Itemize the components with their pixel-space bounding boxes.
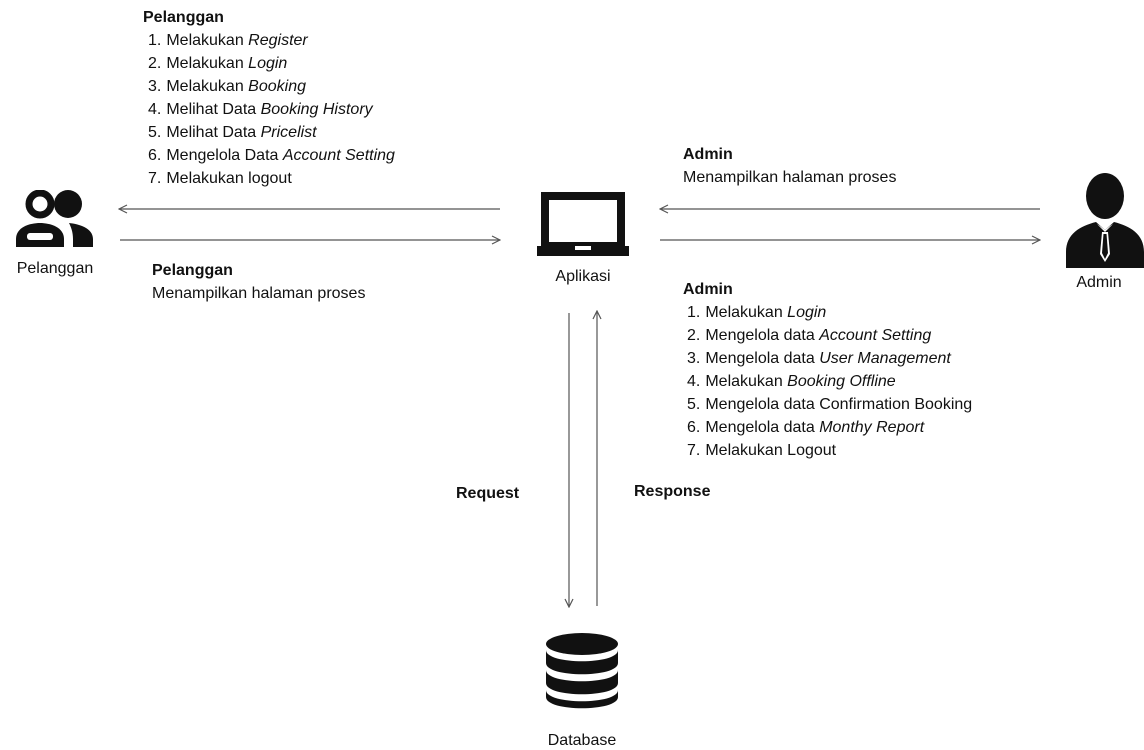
action-item-term: Login <box>248 55 288 72</box>
pelanggan-response-text: Menampilkan halaman proses <box>152 285 366 302</box>
action-item: 7.Melakukan logout <box>148 167 395 190</box>
action-item-term: Booking <box>248 78 306 95</box>
action-item-text: Melakukan <box>166 78 249 95</box>
action-item-number: 5. <box>148 124 162 141</box>
action-item-text: Melakukan <box>166 55 249 72</box>
action-item-text: Melakukan <box>705 373 788 390</box>
action-item-number: 4. <box>148 101 162 118</box>
action-item-text: Melihat Data <box>166 124 261 141</box>
action-item: 2.Mengelola data Account Setting <box>687 324 972 347</box>
action-item: 2.Melakukan Login <box>148 52 395 75</box>
action-item-term: Login <box>787 304 827 321</box>
action-item-term: User Management <box>819 350 951 367</box>
action-item-number: 6. <box>687 419 701 436</box>
action-item-label: Melakukan Register <box>166 29 307 52</box>
laptop-icon <box>537 192 629 258</box>
action-item-number: 2. <box>148 55 162 72</box>
action-item-text: Mengelola data <box>705 419 820 436</box>
action-item-number: 5. <box>687 396 701 413</box>
action-item-label: Melakukan logout <box>166 167 291 190</box>
action-item: 6.Mengelola data Monthy Report <box>687 416 972 439</box>
action-item-text: Melakukan logout <box>166 170 292 187</box>
action-item-label: Melihat Data Booking History <box>166 98 372 121</box>
action-item-term: Booking Offline <box>787 373 896 390</box>
action-item: 3.Melakukan Booking <box>148 75 395 98</box>
action-item: 5.Melihat Data Pricelist <box>148 121 395 144</box>
action-item: 4.Melihat Data Booking History <box>148 98 395 121</box>
action-item-label: Melakukan Login <box>166 52 287 75</box>
action-item-term: Account Setting <box>282 147 395 164</box>
admin-response-heading: Admin <box>683 146 733 163</box>
pelanggan-response-heading: Pelanggan <box>152 262 233 279</box>
action-item: 4.Melakukan Booking Offline <box>687 370 972 393</box>
action-item-text: Mengelola data Confirmation Booking <box>705 396 973 413</box>
pelanggan-label: Pelanggan <box>16 260 94 277</box>
admin-response-text: Menampilkan halaman proses <box>683 169 897 186</box>
admin-user-icon <box>1066 172 1144 268</box>
pelanggan-actions-heading: Pelanggan <box>143 9 224 26</box>
action-item-label: Mengelola Data Account Setting <box>166 144 395 167</box>
action-item-term: Booking History <box>260 101 373 118</box>
action-item-number: 2. <box>687 327 701 344</box>
action-item-text: Mengelola data <box>705 327 820 344</box>
action-item-text: Mengelola data <box>705 350 820 367</box>
action-item-label: Melakukan Booking Offline <box>705 370 895 393</box>
action-item-term: Account Setting <box>819 327 932 344</box>
action-item: 7.Melakukan Logout <box>687 439 972 462</box>
action-item: 5.Mengelola data Confirmation Booking <box>687 393 972 416</box>
action-item-text: Melakukan <box>166 32 249 49</box>
admin-actions-heading: Admin <box>683 281 733 298</box>
request-label: Request <box>456 485 520 502</box>
admin-response: Admin Menampilkan halaman proses <box>683 143 896 189</box>
action-item: 1.Melakukan Register <box>148 29 395 52</box>
users-icon <box>13 189 95 250</box>
action-item-term: Monthy Report <box>819 419 925 436</box>
action-item-label: Melakukan Booking <box>166 75 306 98</box>
action-item-label: Mengelola data Monthy Report <box>705 416 924 439</box>
action-item-text: Melihat Data <box>166 101 261 118</box>
action-item-number: 6. <box>148 147 162 164</box>
action-item-number: 1. <box>148 32 162 49</box>
action-item-label: Mengelola data Confirmation Booking <box>705 393 972 416</box>
database-label: Database <box>547 732 617 749</box>
action-item-label: Mengelola data User Management <box>705 347 950 370</box>
action-item-number: 7. <box>148 170 162 187</box>
admin-label: Admin <box>1076 274 1122 291</box>
action-item-term: Register <box>248 32 308 49</box>
action-item-text: Mengelola Data <box>166 147 283 164</box>
action-item-label: Melakukan Logout <box>705 439 836 462</box>
action-item: 6.Mengelola Data Account Setting <box>148 144 395 167</box>
database-icon <box>545 633 619 709</box>
aplikasi-label: Aplikasi <box>555 268 611 285</box>
action-item-number: 1. <box>687 304 701 321</box>
action-item-number: 3. <box>687 350 701 367</box>
action-item-label: Melakukan Login <box>705 301 826 324</box>
action-item-label: Mengelola data Account Setting <box>705 324 931 347</box>
action-item-number: 4. <box>687 373 701 390</box>
action-item: 3.Mengelola data User Management <box>687 347 972 370</box>
action-item-text: Melakukan Logout <box>705 442 837 459</box>
response-label: Response <box>634 483 711 500</box>
action-item-text: Melakukan <box>705 304 788 321</box>
action-item-number: 3. <box>148 78 162 95</box>
action-item-label: Melihat Data Pricelist <box>166 121 316 144</box>
action-item-number: 7. <box>687 442 701 459</box>
pelanggan-response: Pelanggan Menampilkan halaman proses <box>152 259 365 305</box>
action-item-term: Pricelist <box>260 124 317 141</box>
action-item: 1.Melakukan Login <box>687 301 972 324</box>
